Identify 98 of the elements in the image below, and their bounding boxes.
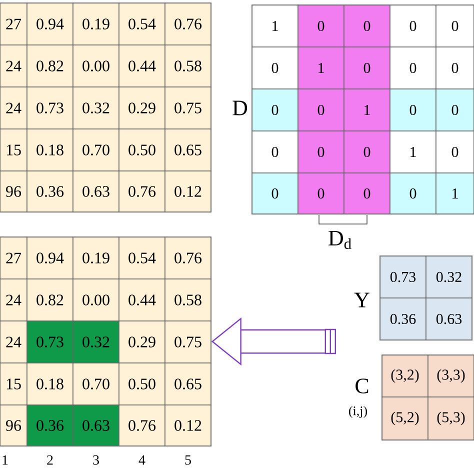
matrix-cell: 24 [0,44,28,88]
matrix-cell: 0.82 [26,278,74,322]
column-index: 4 [138,455,146,465]
matrix-cell: 0.94 [26,2,74,46]
matrix-cell: (5,2) [382,396,428,440]
matrix-cell: 24 [0,86,28,130]
matrix-cell: 0.94 [26,236,74,280]
matrix-label: Y [354,292,370,308]
matrix [252,4,474,214]
matrix-cell: 0 [344,46,390,90]
matrix-cell: 0 [436,4,474,48]
matrix-cell: (5,3) [428,396,474,440]
matrix-cell: 0 [436,88,474,132]
matrix-cell: 24 [0,320,28,364]
matrix-cell: 0.32 [426,256,472,298]
matrix-cell: 0.76 [118,170,166,212]
matrix-cell: 0.63 [72,404,120,446]
matrix-cell: (3,3) [428,354,474,398]
matrix-cell: 0.32 [72,86,120,130]
matrix-cell: 0.44 [118,278,166,322]
matrix [380,256,472,340]
matrix-cell: 0.76 [164,236,212,280]
matrix-cell: 0.12 [164,404,212,446]
matrix-cell: 0 [252,46,298,90]
matrix-cell: 0.12 [164,170,212,212]
matrix-label: C [356,378,368,394]
matrix-cell: 0.76 [164,2,212,46]
matrix-cell: 0.75 [164,320,212,364]
matrix-cell: 0.73 [380,256,426,298]
matrix-cell: 15 [0,362,28,406]
matrix [0,2,212,212]
matrix-cell: 0.82 [26,44,74,88]
matrix-cell: 0 [344,172,390,214]
matrix-cell: 0.54 [118,2,166,46]
matrix-cell: 0 [390,4,436,48]
matrix-cell: 27 [0,2,28,46]
matrix-cell: 1 [436,172,474,214]
matrix-cell: 0 [252,130,298,174]
matrix-cell: 1 [390,130,436,174]
matrix-cell: 0.73 [26,320,74,364]
matrix-cell: 0.29 [118,320,166,364]
matrix-cell: 0 [390,172,436,214]
matrix-cell: 27 [0,236,28,280]
column-index: 2 [47,455,53,465]
matrix-cell: 0.58 [164,44,212,88]
matrix-cell: 0.70 [72,128,120,172]
matrix-cell: 0.36 [380,298,426,340]
matrix-cell: 0 [252,88,298,132]
matrix-cell: 0.00 [72,44,120,88]
matrix-cell: 0.36 [26,404,74,446]
matrix-cell: 0.50 [118,128,166,172]
matrix-cell: 0.65 [164,362,212,406]
matrix-cell: 0.63 [72,170,120,212]
matrix-cell: 1 [298,46,344,90]
matrix-cell: 96 [0,404,28,446]
matrix-cell: 1 [252,4,298,48]
matrix-cell: 0 [436,130,474,174]
matrix-cell: 0 [390,46,436,90]
matrix-cell: 0 [252,172,298,214]
column-index: 3 [93,455,99,465]
matrix-cell: 0.76 [118,404,166,446]
matrix-cell: 0.18 [26,128,74,172]
matrix-cell: 0 [390,88,436,132]
column-index: 1 [2,455,8,465]
matrix-cell: 0 [298,88,344,132]
matrix-cell: 24 [0,278,28,322]
matrix-label: (i,j) [349,406,367,418]
matrix-label: D$_{d}$ [328,230,352,250]
column-index: 5 [185,455,191,465]
matrix-cell: 0.44 [118,44,166,88]
matrix-cell: 15 [0,128,28,172]
matrix-label: D [232,100,248,116]
matrix [382,354,474,440]
matrix-cell: 0.19 [72,2,120,46]
matrix-cell: 0.54 [118,236,166,280]
matrix-cell: 0.50 [118,362,166,406]
matrix-cell: 1 [344,88,390,132]
matrix-cell: 0.00 [72,278,120,322]
matrix-cell: 96 [0,170,28,212]
matrix-cell: 0.32 [72,320,120,364]
matrix-cell: 0.75 [164,86,212,130]
matrix-cell: 0 [298,130,344,174]
matrix [0,236,212,446]
matrix-cell: 0 [344,130,390,174]
matrix-cell: 0 [436,46,474,90]
matrix-cell: 0.70 [72,362,120,406]
matrix-cell: 0.18 [26,362,74,406]
matrix-cell: 0.65 [164,128,212,172]
matrix-cell: 0 [298,172,344,214]
matrix-cell: 0.29 [118,86,166,130]
matrix-cell: 0 [298,4,344,48]
matrix-cell: 0.19 [72,236,120,280]
matrix-cell: 0.36 [26,170,74,212]
matrix-cell: 0.63 [426,298,472,340]
matrix-cell: 0.73 [26,86,74,130]
matrix-cell: (3,2) [382,354,428,398]
matrix-cell: 0.58 [164,278,212,322]
matrix-cell: 0 [344,4,390,48]
